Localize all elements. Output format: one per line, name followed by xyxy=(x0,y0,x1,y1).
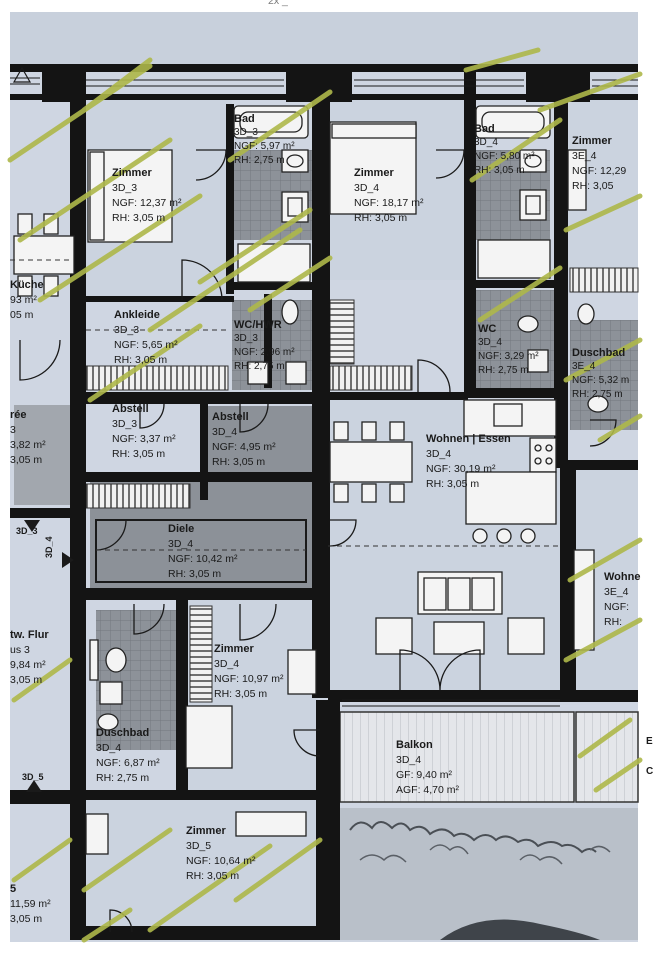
unit-tag-3d3: 3D_3 xyxy=(16,526,38,536)
diele-box xyxy=(95,519,307,583)
balcony-deck-right xyxy=(575,711,639,803)
unit-tag-3d4: 3D_4 xyxy=(44,536,54,558)
dashed-lines xyxy=(10,259,560,551)
highlighter-hatching xyxy=(7,47,643,943)
unit-tag-e: E xyxy=(646,736,653,747)
unit-tag-c: C xyxy=(646,766,654,777)
window-lines xyxy=(10,77,638,707)
balcony-deck xyxy=(339,711,575,803)
section-markers xyxy=(12,66,74,792)
doors xyxy=(19,149,617,933)
greenery xyxy=(340,808,638,940)
fixtures xyxy=(13,105,609,855)
top-margin xyxy=(10,12,638,64)
top-label: 2x _ xyxy=(268,0,288,7)
unit-tag-3d5: 3D_5 xyxy=(22,772,44,782)
walls xyxy=(10,64,638,940)
